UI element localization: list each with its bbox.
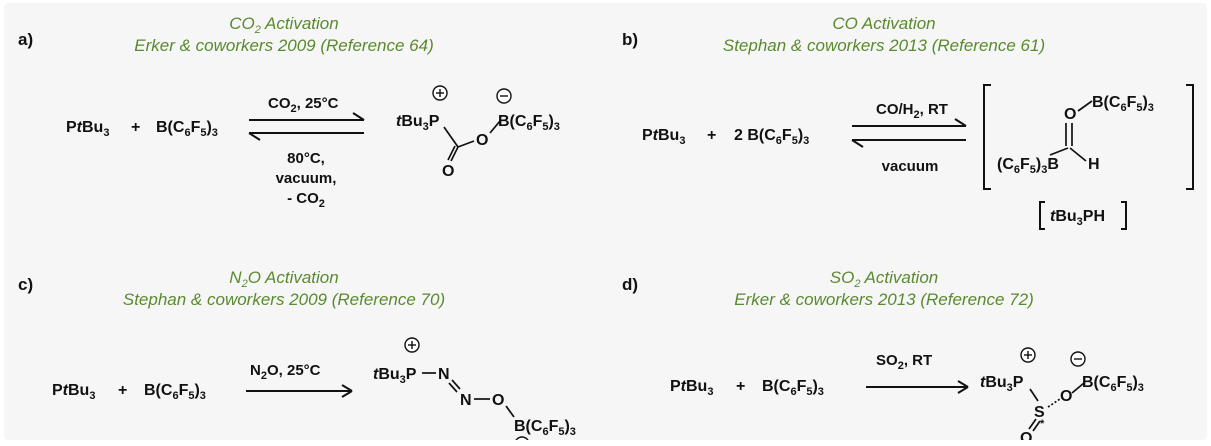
panel-b-plus: + [707,127,716,144]
panel-b-borane-top: B(C6F5)3 [1092,94,1154,114]
reaction-schemes: a) CO2 Activation Erker & coworkers 2009… [18,14,1194,440]
panel-d-label: d) [622,275,638,294]
panel-d-subtitle: Erker & coworkers 2013 (Reference 72) [734,290,1034,309]
panel-a-product-zwitterion: tBu3P O O B(C6F5)3 [396,85,560,180]
panel-d-stereocenter-mark: * [1040,418,1045,430]
panel-b-h: H [1088,156,1100,173]
panel-c-n1: N [438,366,450,383]
panel-d-reactant-borane: B(C6F5)3 [762,378,824,398]
panel-d-plus: + [736,378,745,395]
panel-a-reverse-line-1: 80°C, [287,150,325,167]
panel-a-reactant-borane: B(C6F5)3 [156,119,218,139]
panel-d-o1: O [1060,388,1072,405]
panel-c-label: c) [18,275,33,294]
panel-b: b) CO Activation Stephan & coworkers 201… [622,14,1194,230]
panel-d-s: S [1034,404,1045,421]
panel-b-label: b) [622,30,638,49]
panel-a-product-borate: B(C6F5)3 [498,113,560,133]
panel-b-reverse-conditions: vacuum [882,158,939,175]
panel-c-forward-conditions: N2O, 25°C [250,362,321,382]
panel-c-minus-charge-icon [515,436,529,440]
panel-a-product-phosphonium: tBu3P [396,113,440,133]
panel-b-forward-conditions: CO/H2, RT [876,101,948,121]
panel-b-o: O [1064,106,1076,123]
panel-c-reactant-borane: B(C6F5)3 [144,382,206,402]
panel-a-reverse-line-3: - CO2 [287,190,325,210]
panel-c-forward-arrow [246,384,353,398]
panel-a-plus: + [131,119,140,136]
panel-b-equilibrium-arrow [851,118,967,148]
panel-b-title: CO Activation [832,14,935,33]
panel-c-o: O [492,392,504,409]
panel-b-reactant-ptbu3: PtBu3 [642,127,685,147]
panel-c-plus: + [118,382,127,399]
scheme-canvas: a) CO2 Activation Erker & coworkers 2009… [4,3,1207,440]
panel-a-subtitle: Erker & coworkers 2009 (Reference 64) [134,36,434,55]
panel-a-reverse-line-2: vacuum, [276,170,337,187]
panel-c-reactant-ptbu3: PtBu3 [52,382,95,402]
panel-d-product-phosphonium: tBu3P [980,374,1024,394]
panel-c-product-borate: B(C6F5)3 [514,418,576,438]
panel-b-product-bracket: O B(C6F5)3 (C6F5)3B H tBu3PH [983,84,1194,230]
panel-d: d) SO2 Activation Erker & coworkers 2013… [622,268,1144,440]
panel-d-product-borate: B(C6F5)3 [1082,374,1144,394]
panel-a: a) CO2 Activation Erker & coworkers 2009… [18,14,560,210]
panel-d-product-zwitterion: tBu3P S * O O B(C6F5)3 [980,347,1144,440]
panel-b-borane-left: (C6F5)3B [997,156,1059,176]
panel-a-reactant-ptbu3: PtBu3 [66,119,109,139]
panel-b-subtitle: Stephan & coworkers 2013 (Reference 61) [723,36,1045,55]
panel-d-forward-arrow [866,380,969,394]
panel-d-forward-conditions: SO2, RT [876,352,932,372]
panel-c-n2: N [460,392,472,409]
panel-a-carbonyl-o: O [442,163,454,180]
panel-c: c) N2O Activation Stephan & coworkers 20… [18,268,576,440]
panel-a-label: a) [18,30,33,49]
panel-b-counter-cation: tBu3PH [1050,208,1105,228]
panel-a-equilibrium-arrow [248,112,365,141]
panel-a-title: CO2 Activation [229,14,338,36]
panel-d-title: SO2 Activation [830,268,938,290]
panel-b-reactant-borane: 2 B(C6F5)3 [734,127,809,147]
panel-b-left-bracket [983,84,991,190]
panel-b-counter-right-bracket [1121,201,1127,230]
panel-c-product-phosphonium: tBu3P [373,366,417,386]
panel-c-subtitle: Stephan & coworkers 2009 (Reference 70) [123,290,445,309]
panel-d-o2: O [1020,430,1032,440]
panel-a-ether-o: O [476,132,488,149]
panel-c-product-zwitterion: tBu3P N N O B(C6F5)3 [373,337,576,440]
panel-b-counter-left-bracket [1039,201,1045,230]
panel-d-reactant-ptbu3: PtBu3 [670,378,713,398]
panel-c-title: N2O Activation [229,268,338,290]
panel-a-forward-conditions: CO2, 25°C [268,95,339,115]
panel-b-right-bracket [1186,84,1194,190]
